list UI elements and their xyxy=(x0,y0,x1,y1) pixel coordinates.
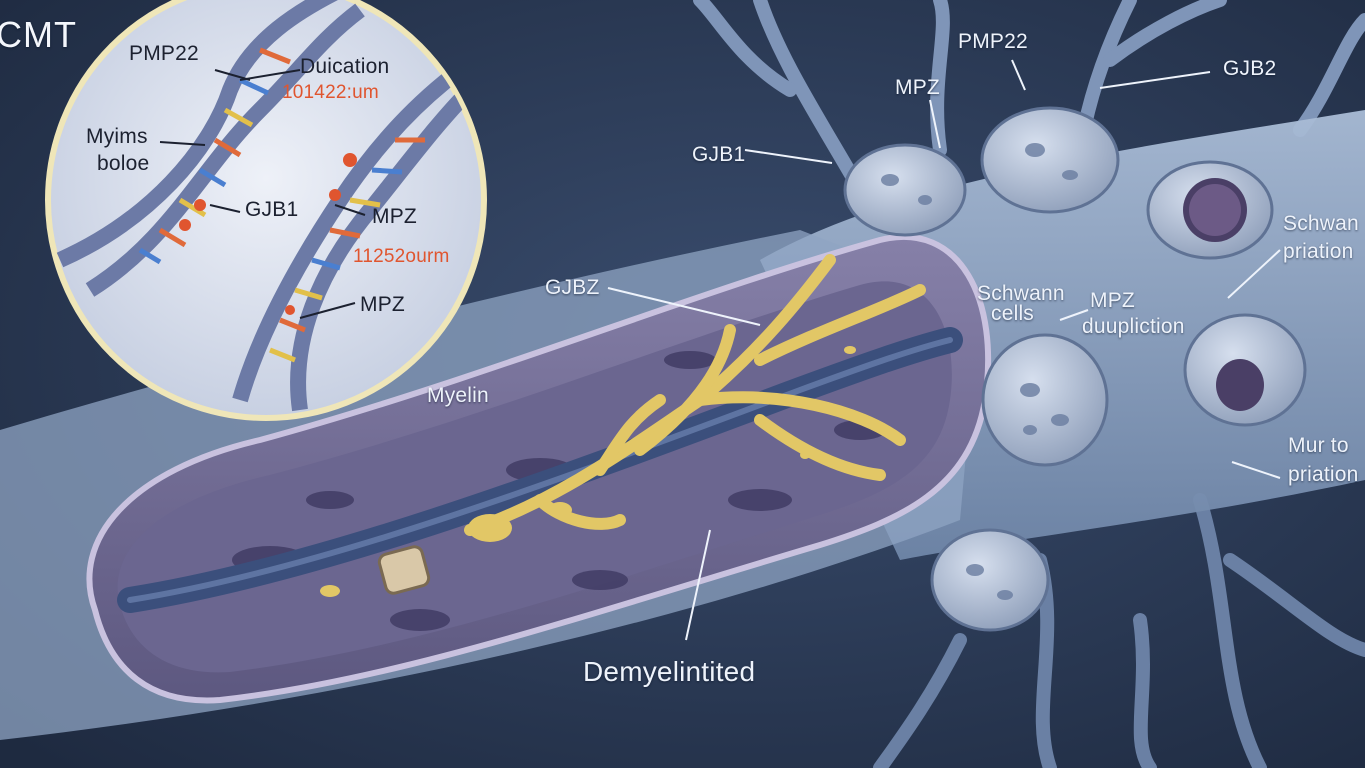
axon-terminal-branches xyxy=(873,493,1365,768)
label-schwann-cells-line2: cells xyxy=(991,302,1035,325)
inset-label-gjb1: GJB1 xyxy=(245,198,299,221)
inset-label-boloe: boloe xyxy=(97,152,150,175)
inset-label-code-1: 101422:um xyxy=(282,82,379,103)
inset-label-pmp22: PMP22 xyxy=(129,42,199,65)
label-schwan-right-line2: priation xyxy=(1283,240,1354,263)
label-gjbz: GJBZ xyxy=(545,276,600,299)
inset-label-mpz-lower: MPZ xyxy=(360,293,405,316)
node-of-ranvier xyxy=(377,545,431,595)
degeneration-nodes xyxy=(320,346,856,597)
title: CMT xyxy=(0,14,77,55)
inset-label-duication: Duication xyxy=(300,55,390,78)
inset-callout-lines xyxy=(159,69,366,319)
label-schwann-cells-line1: Schwann xyxy=(977,282,1065,305)
label-myelin: Myelin xyxy=(427,384,489,407)
label-demyelinated: Demyelintited xyxy=(583,656,756,687)
inset-label-mpz-upper: MPZ xyxy=(372,205,417,228)
label-pmp22: PMP22 xyxy=(958,30,1028,53)
label-mpz-top: MPZ xyxy=(895,76,940,99)
inset-label-code-2: 11252ourm xyxy=(353,246,450,267)
label-gjb2: GJB2 xyxy=(1223,57,1277,80)
inset-label-myims: Myims xyxy=(86,125,148,148)
dna-inset xyxy=(45,0,487,421)
label-mur-line2: priation xyxy=(1288,463,1359,486)
label-schwan-right-line1: Schwan xyxy=(1283,212,1359,235)
callout-lines xyxy=(607,59,1281,641)
schwann-cells xyxy=(843,106,1307,632)
label-mur-line1: Mur to xyxy=(1288,434,1349,457)
label-mpz-duplication-line1: MPZ xyxy=(1090,289,1135,312)
label-gjb1: GJB1 xyxy=(692,143,746,166)
label-mpz-duplication-line2: duupliction xyxy=(1082,315,1185,338)
degeneration-network xyxy=(464,254,926,536)
